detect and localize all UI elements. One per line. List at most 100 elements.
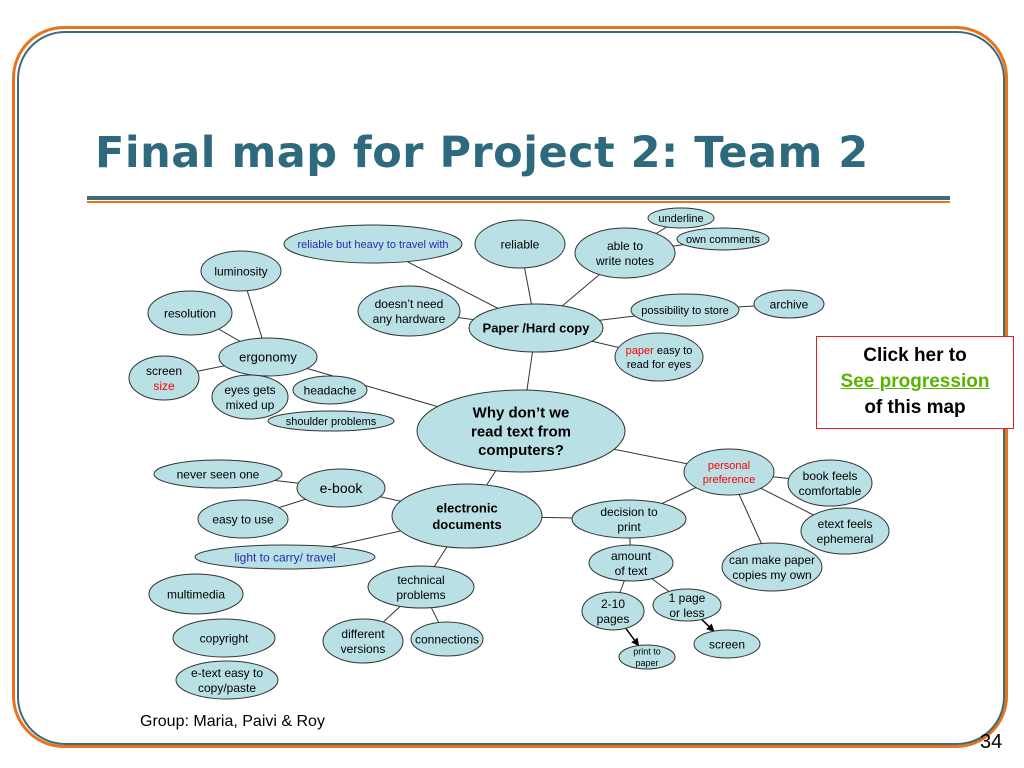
- node-label-screen-0: screen: [709, 637, 745, 651]
- node-label-electronic-1: documents: [432, 517, 501, 532]
- node-label-ebook-0: e-book: [320, 480, 364, 496]
- node-label-decision-0: decision to: [600, 505, 658, 519]
- node-shape-decision: [571, 499, 687, 539]
- node-resolution: resolution: [147, 290, 233, 336]
- node-shoulder: shoulder problems: [267, 410, 395, 432]
- node-label-pages210-0: 2-10: [601, 597, 625, 611]
- node-shape-write_notes: [574, 227, 676, 279]
- node-shape-eyes_mixed: [211, 374, 289, 420]
- node-label-etext_copy-0: e-text easy to: [191, 666, 263, 680]
- node-easy_use: easy to use: [197, 499, 289, 539]
- node-label-print_paper-1: paper: [635, 658, 658, 668]
- node-shape-luminosity: [200, 250, 282, 292]
- node-shape-archive: [753, 289, 825, 319]
- node-connections: connections: [410, 621, 484, 657]
- node-shape-own_comments: [676, 227, 770, 251]
- node-label-reliable-0: reliable: [501, 237, 540, 251]
- node-label-decision-1: print: [617, 520, 641, 534]
- page-number: 34: [980, 731, 1003, 753]
- node-label-personal-0: personal: [708, 460, 750, 472]
- callout-line-1: Click her to: [863, 345, 967, 366]
- node-label-book_feels-1: comfortable: [799, 484, 862, 498]
- node-shape-easy_use: [197, 499, 289, 539]
- node-label-store-0: possibility to store: [641, 305, 728, 317]
- node-underline: underline: [647, 207, 715, 229]
- node-label-light-0: light to carry/ travel: [234, 550, 335, 564]
- node-label-underline-0: underline: [658, 213, 703, 225]
- node-label-multimedia-0: multimedia: [167, 587, 225, 601]
- node-label-write_notes-0: able to: [607, 239, 643, 253]
- node-shape-electronic: [391, 483, 543, 549]
- node-label-easy_eyes-0: paper easy to: [626, 345, 693, 357]
- node-shape-easy_eyes: [614, 332, 704, 382]
- node-shape-resolution: [147, 290, 233, 336]
- node-headache: headache: [292, 375, 368, 405]
- node-label-eyes_mixed-1: mixed up: [226, 398, 275, 412]
- node-label-pages210-1: pages: [597, 612, 630, 626]
- node-label-eyes_mixed-0: eyes gets: [224, 383, 275, 397]
- node-label-connections-0: connections: [415, 632, 479, 646]
- title-rule: [87, 196, 950, 200]
- node-label-etext_copy-1: copy/paste: [198, 681, 256, 695]
- node-label-technical-0: technical: [397, 573, 444, 587]
- node-screen: screen: [693, 629, 761, 659]
- node-shape-shoulder: [267, 410, 395, 432]
- node-shape-store: [630, 293, 740, 327]
- slide-title: Final map for Project 2: Team 2: [95, 128, 869, 178]
- node-shape-copyright: [172, 618, 276, 658]
- node-label-easy_use-0: easy to use: [212, 512, 274, 526]
- node-label-etext_feels-0: etext feels: [818, 517, 873, 531]
- node-shape-book_feels: [787, 459, 873, 507]
- node-label-luminosity-0: luminosity: [214, 264, 267, 278]
- see-progression-link[interactable]: See progression: [840, 371, 990, 392]
- node-label-center-1: read text from: [471, 423, 571, 440]
- node-label-page1-1: or less: [669, 606, 704, 620]
- node-paper: Paper /Hard copy: [468, 303, 604, 353]
- node-personal: personal preference: [683, 448, 775, 496]
- node-shape-reliable: [474, 219, 566, 269]
- node-label-screen_size-1: size: [153, 379, 175, 393]
- node-shape-etext_copy: [175, 660, 279, 700]
- node-label-headache-0: headache: [304, 383, 357, 397]
- progression-callout: Click her to See progression of this map: [816, 336, 1014, 429]
- node-shape-screen_size: [128, 355, 200, 401]
- node-shape-paper: [468, 303, 604, 353]
- node-label-shoulder-0: shoulder problems: [286, 416, 377, 428]
- node-shape-versions: [322, 618, 404, 664]
- node-label-page1-0: 1 page: [669, 591, 706, 605]
- node-shape-underline: [647, 207, 715, 229]
- node-shape-headache: [292, 375, 368, 405]
- node-shape-page1: [652, 588, 722, 622]
- group-members: Group: Maria, Paivi & Roy: [140, 713, 325, 730]
- node-shape-personal: [683, 448, 775, 496]
- node-shape-ebook: [296, 468, 386, 508]
- node-label-versions-1: versions: [341, 642, 386, 656]
- node-shape-no_hardware: [357, 285, 461, 337]
- node-label-versions-0: different: [341, 627, 385, 641]
- node-label-print_paper-0: print to: [633, 647, 661, 657]
- node-label-personal-1: preference: [703, 474, 756, 486]
- node-label-copies-0: can make paper: [729, 553, 815, 567]
- node-copyright: copyright: [172, 618, 276, 658]
- node-archive: archive: [753, 289, 825, 319]
- node-label-no_hardware-1: any hardware: [373, 312, 446, 326]
- node-shape-technical: [367, 565, 475, 609]
- node-reliable: reliable: [474, 219, 566, 269]
- node-shape-reliable_heavy: [283, 224, 463, 264]
- node-label-reliable_heavy-0: reliable but heavy to travel with: [297, 239, 448, 251]
- node-label-own_comments-0: own comments: [686, 234, 760, 246]
- node-label-copyright-0: copyright: [200, 631, 249, 645]
- node-label-archive-0: archive: [770, 297, 809, 311]
